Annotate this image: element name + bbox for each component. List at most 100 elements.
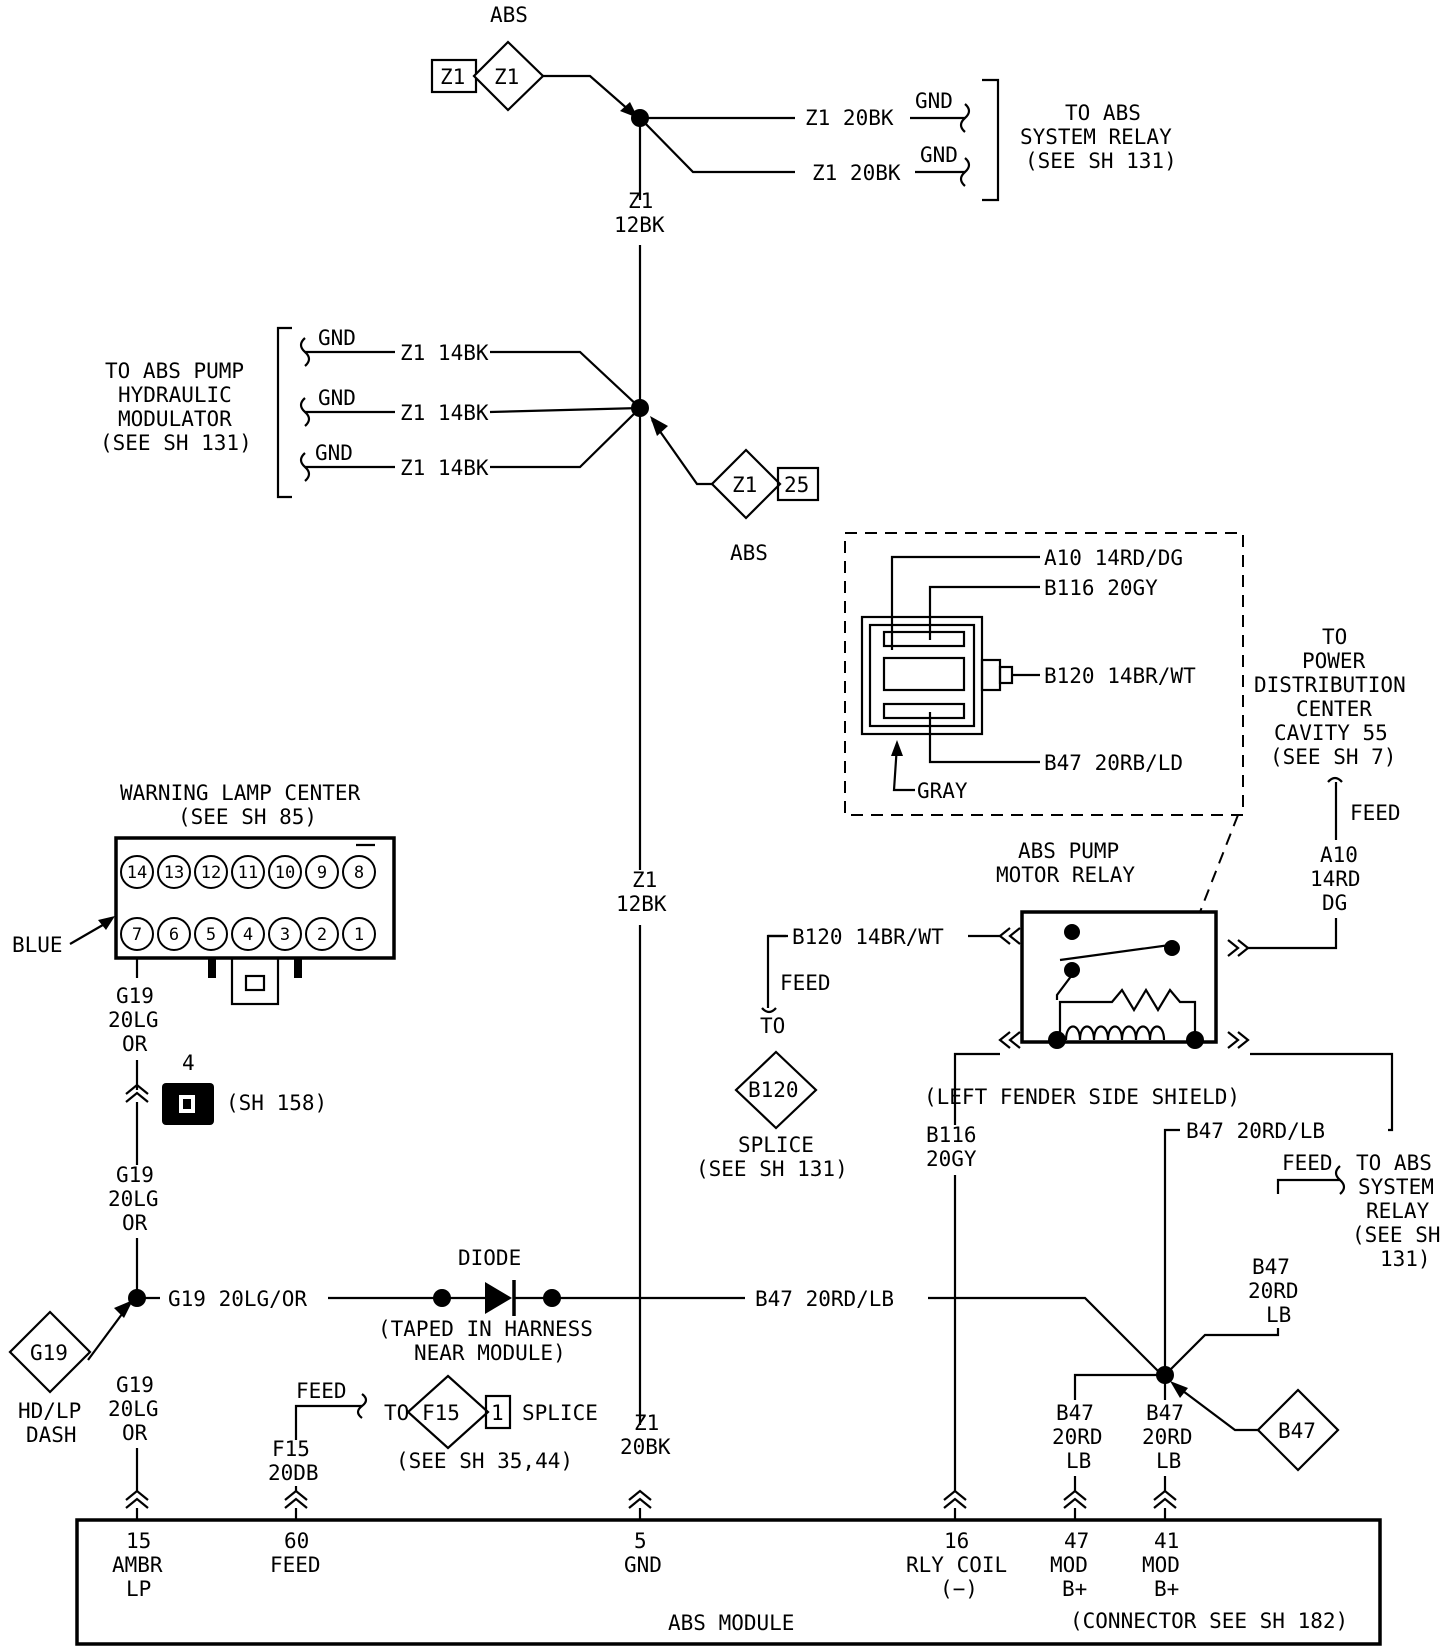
diode-group: DIODE B47 20RD/LB (TAPED IN HARNESS NEAR… xyxy=(378,1246,1163,1376)
gray-connector-tab-end xyxy=(998,665,1014,685)
top-gnd-2: GND xyxy=(920,143,958,167)
gray-connector-inner xyxy=(868,623,976,728)
diode-note-2: NEAR MODULE) xyxy=(414,1341,566,1365)
pin-16-l1: RLY COIL xyxy=(906,1553,1007,1577)
top-gnd-break-2 xyxy=(959,157,971,187)
wlc-pin-circle-1 xyxy=(342,917,376,951)
pump-ref-l1: TO ABS PUMP xyxy=(105,359,244,383)
relay-switch-arm xyxy=(1059,943,1171,962)
gray-pointer-arrow xyxy=(891,740,903,756)
trunk2-b: 12BK xyxy=(616,892,667,916)
pdc-break xyxy=(1327,776,1343,783)
g19-inline-conn xyxy=(125,1083,149,1103)
relay-contact-3 xyxy=(1064,962,1080,978)
relay-coil-dot-right xyxy=(1186,1031,1204,1049)
gray-label-b120: B120 14BR/WT xyxy=(1044,664,1196,688)
b47-41-b: 20RD xyxy=(1142,1425,1193,1449)
b47-upper-wire xyxy=(1164,1328,1280,1376)
b47-right-label: B47 20RD/LB xyxy=(1186,1119,1325,1143)
detail-leader xyxy=(1199,814,1239,913)
b47-diamond-text: B47 xyxy=(1278,1419,1316,1443)
f15-feed: FEED xyxy=(296,1379,347,1403)
g19-b-1: 20LG xyxy=(108,1008,159,1032)
conn-mark-16 xyxy=(943,1489,967,1509)
b120-diamond-text: B120 xyxy=(748,1078,799,1102)
wlc-pin-label-11: 11 xyxy=(238,863,258,883)
b120-feed-line xyxy=(766,934,786,1008)
pdc-l2: POWER xyxy=(1302,649,1366,673)
wlc-see: (SEE SH 85) xyxy=(178,805,317,829)
g19-wire-h: G19 20LG/OR xyxy=(168,1287,307,1311)
conn-mark-47 xyxy=(1063,1489,1087,1509)
pdc-l1: TO xyxy=(1322,625,1347,649)
f15-diamond-text: F15 xyxy=(422,1401,460,1425)
wlc-pin-circle-4 xyxy=(231,917,265,951)
g19-diamond-text: G19 xyxy=(30,1341,68,1365)
b47-diamond-lead xyxy=(1174,1384,1260,1432)
pump-gnd-break-3 xyxy=(299,452,311,482)
g19-a-1: G19 xyxy=(116,984,154,1008)
pdc-l3: DISTRIBUTION xyxy=(1254,673,1406,697)
sh158-num: 4 xyxy=(182,1051,195,1075)
pump-wire-3 xyxy=(490,407,641,469)
wlc-pin-circle-10 xyxy=(268,855,302,889)
relay-coil xyxy=(1064,1025,1166,1041)
wlc-pin-label-4: 4 xyxy=(243,925,253,945)
pump-ref-l3: MODULATOR xyxy=(118,407,232,431)
relay-l1: ABS PUMP xyxy=(1018,839,1119,863)
wlc-pin-8: 8 xyxy=(342,855,376,889)
top-abs-box-text: Z1 xyxy=(440,65,465,89)
wlc-pin-2: 2 xyxy=(305,917,339,951)
wlc-pin-label-10: 10 xyxy=(275,863,295,883)
pdc-feed: FEED xyxy=(1350,801,1401,825)
wlc-pin-1: 1 xyxy=(342,917,376,951)
b120-see: (SEE SH 131) xyxy=(696,1157,848,1181)
pdc-wire xyxy=(1248,918,1338,950)
gray-terminal-3 xyxy=(882,702,966,720)
b47-feed-break xyxy=(1334,1165,1346,1195)
pin-16-l2: (−) xyxy=(940,1577,978,1601)
pin-47-l2: B+ xyxy=(1062,1577,1087,1601)
g19-c-2: OR xyxy=(122,1211,148,1235)
pin-47-l1: MOD xyxy=(1050,1553,1088,1577)
pump-gnd-break-2 xyxy=(299,397,311,427)
pin-41-l1: MOD xyxy=(1142,1553,1180,1577)
pump-gnd-2: GND xyxy=(318,386,356,410)
b116-b: 20GY xyxy=(926,1147,977,1171)
wlc-pin-4: 4 xyxy=(231,917,265,951)
wlc-pin-7: 7 xyxy=(120,917,154,951)
gray-label: GRAY xyxy=(917,779,968,803)
g19-a-3: G19 xyxy=(116,1373,154,1397)
gray-label-b116: B116 20GY xyxy=(1044,576,1158,600)
pump-wire-2 xyxy=(489,406,641,414)
top-wire-2-label: Z1 20BK xyxy=(812,161,901,185)
g19-diamond-arrow xyxy=(114,1300,133,1318)
pump-wire-2-label: Z1 14BK xyxy=(400,401,489,425)
mid-abs-diamond-text: Z1 xyxy=(732,473,757,497)
abs-module: 15 AMBR LP 60 FEED 5 GND 16 RLY COIL (−)… xyxy=(75,1518,1382,1646)
wlc-blue: BLUE xyxy=(12,933,63,957)
trunk2-a: Z1 xyxy=(632,868,657,892)
wlc-pin-label-7: 7 xyxy=(132,925,142,945)
wlc-pin-label-2: 2 xyxy=(317,925,327,945)
f15-break xyxy=(356,1393,368,1419)
wlc-pin-13: 13 xyxy=(157,855,191,889)
g19-diamond-lead xyxy=(87,1309,126,1361)
wlc-pin-circle-3 xyxy=(268,917,302,951)
pin-15-l2: LP xyxy=(126,1577,151,1601)
gray-wire-b47 xyxy=(928,712,1040,764)
b120-to: TO xyxy=(760,1014,785,1038)
relay-ref-l2: SYSTEM RELAY xyxy=(1020,125,1172,149)
wlc-pin-label-6: 6 xyxy=(169,925,179,945)
g19-a-2: G19 xyxy=(116,1163,154,1187)
pdc-w2: 14RD xyxy=(1310,867,1361,891)
b47-47-wire xyxy=(1073,1373,1165,1400)
relay-conn-b47 xyxy=(1227,1031,1250,1049)
pdc-reference: TO POWER DISTRIBUTION CENTER CAVITY 55 (… xyxy=(1248,625,1406,950)
f15-b: 20DB xyxy=(268,1461,319,1485)
pump-ground-group: Z1 14BK Z1 14BK Z1 14BK GND GND GND TO A… xyxy=(100,326,649,499)
b47-upper-b: 20RD xyxy=(1248,1279,1299,1303)
pdc-l5: CAVITY 55 xyxy=(1274,721,1388,745)
wlc-latch-window xyxy=(244,974,266,992)
